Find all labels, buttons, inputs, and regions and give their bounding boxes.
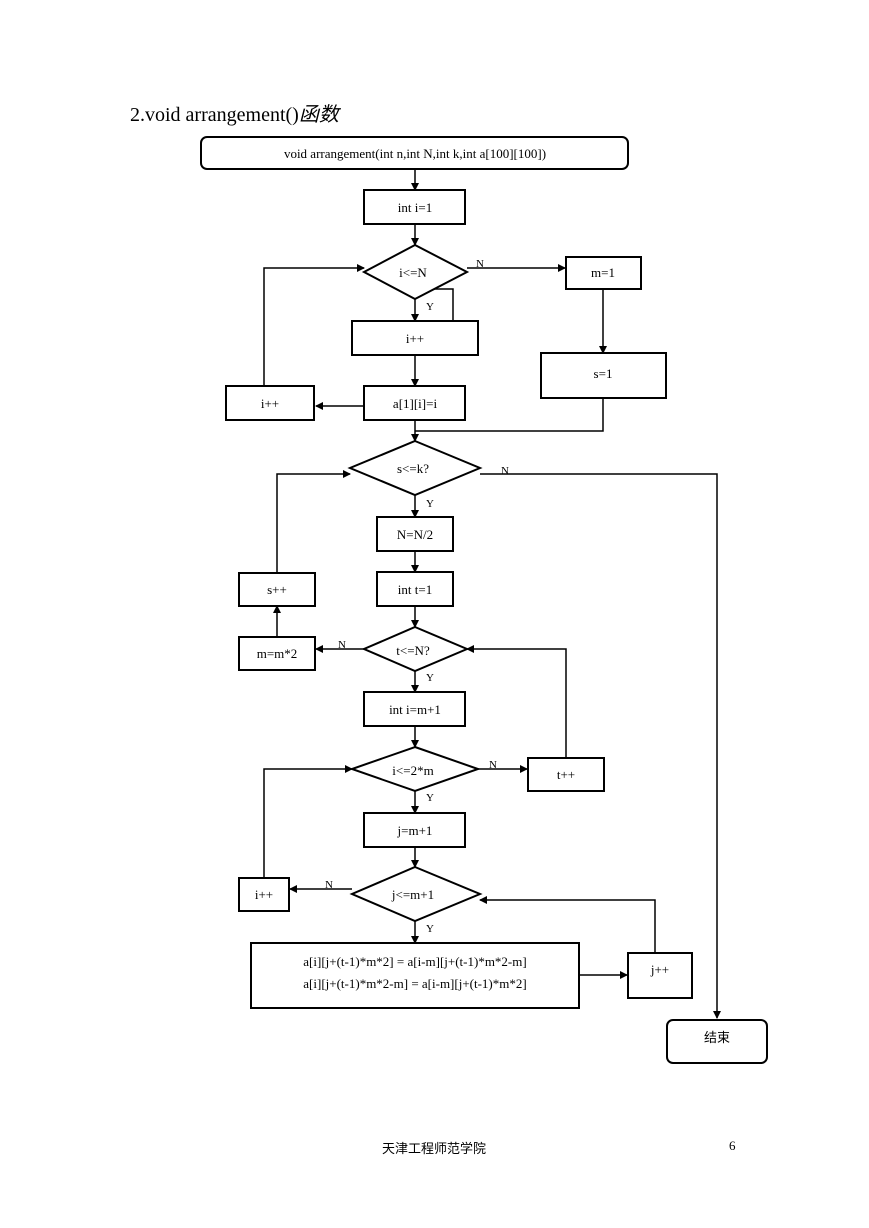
m1-box [565,256,642,290]
no-label-i2m: N [489,759,497,771]
cond-j-text: j<=m+1 [391,887,434,902]
footer-school: 天津工程师范学院 [382,1141,487,1156]
cond-i2m-diamond [348,745,482,793]
no-label-j: N [325,879,333,891]
n-half-box [376,516,454,552]
yes-label-i2m: Y [426,792,434,804]
inc-i-text-2: i++ [261,396,279,411]
m-double-box [238,636,316,671]
assign-a1-text: a[1][i]=i [393,396,438,411]
inc-t-box [527,757,605,792]
assign-line-1: a[i][j+(t-1)*m*2] = a[i-m][j+(t-1)*m*2-m… [303,954,526,969]
inc-s-text: s++ [267,582,287,597]
cond-j-diamond [349,865,483,923]
no-label-t: N [338,639,346,651]
inc-i-box-3 [238,877,290,912]
start-text: void arrangement(int n,int N,int k,int a… [284,146,546,161]
init-i-text: int i=1 [398,200,432,215]
assign-box [250,942,580,1009]
init-i-m-box [363,691,466,727]
init-i-box [363,189,466,225]
cond-t-text: t<=N? [396,643,430,658]
yes-label-t: Y [426,672,434,684]
assign-a1-box [363,385,466,421]
section-heading: 2.void arrangement()函数 [130,98,339,127]
cond-s-diamond [347,439,483,497]
heading-function-name: 2.void arrangement() [130,104,299,126]
cond-t-diamond [361,625,470,673]
page-number: 6 [729,1138,736,1153]
m1-text: m=1 [591,265,615,280]
cond-i-diamond [361,243,470,301]
end-text: 结束 [704,1030,730,1045]
inc-i-box-1 [351,320,479,356]
inc-t-text: t++ [557,767,575,782]
yes-label-i: Y [426,301,434,313]
init-t-text: int t=1 [398,582,432,597]
inc-i-box-2 [225,385,315,421]
j-init-text: j=m+1 [397,823,433,838]
cond-i-text: i<=N [399,265,427,280]
cond-i2m-text: i<=2*m [392,763,433,778]
heading-suffix: 函数 [298,104,339,126]
no-label-i: N [476,258,484,270]
no-label-s: N [501,465,509,477]
cond-s-text: s<=k? [397,461,429,476]
inc-s-box [238,572,316,607]
inc-i-text-3: i++ [255,887,273,902]
yes-label-j: Y [426,923,434,935]
end-terminal [666,1019,768,1064]
inc-j-box [627,952,693,999]
assign-line-2: a[i][j+(t-1)*m*2-m] = a[i-m][j+(t-1)*m*2… [303,976,526,991]
init-t-box [376,571,454,607]
init-i-m-text: int i=m+1 [389,702,441,717]
start-terminal [200,136,629,170]
j-init-box [363,812,466,848]
yes-label-s: Y [426,498,434,510]
inc-i-text-1: i++ [406,331,424,346]
inc-j-text: j++ [650,962,669,977]
s1-text: s=1 [594,366,613,381]
n-half-text: N=N/2 [397,527,433,542]
m-double-text: m=m*2 [257,646,298,661]
s1-box [540,352,667,399]
